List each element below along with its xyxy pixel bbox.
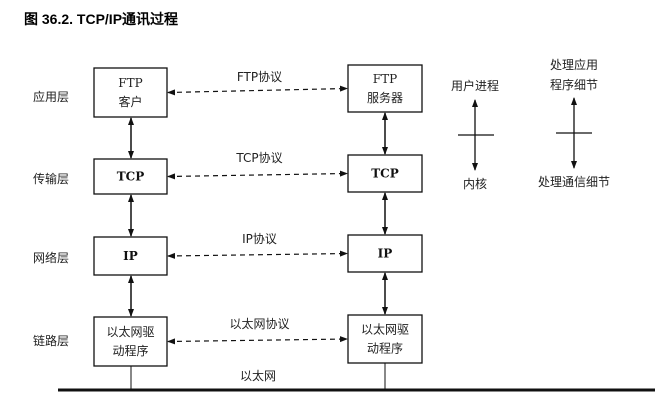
layer-label: 应用层 bbox=[33, 89, 69, 104]
protocol-arrow bbox=[167, 170, 348, 180]
left-box-text: 以太网驱 bbox=[106, 324, 154, 339]
left-box-text: IP bbox=[123, 249, 138, 263]
protocol-label: IP协议 bbox=[242, 231, 277, 246]
right-1-box bbox=[347, 154, 423, 193]
figure-title: 图 36.2. TCP/IP通讯过程 bbox=[24, 11, 179, 27]
protocol-label: 以太网协议 bbox=[229, 316, 289, 331]
protocol-arrow bbox=[167, 250, 348, 259]
left-box-text: TCP bbox=[117, 170, 145, 184]
legend-app-details: 程序细节 bbox=[550, 77, 598, 92]
ethernet-label: 以太网 bbox=[240, 368, 276, 383]
left-0-box bbox=[93, 67, 168, 118]
right-2-box bbox=[347, 234, 423, 273]
legend-app-details: 处理应用 bbox=[550, 57, 598, 72]
protocol-arrow bbox=[167, 85, 348, 96]
protocol-label: FTP协议 bbox=[237, 69, 282, 84]
right-box-text: TCP bbox=[371, 167, 399, 181]
right-box-text: 动程序 bbox=[367, 341, 403, 356]
legend-kernel: 内核 bbox=[463, 177, 487, 191]
protocol-label: TCP协议 bbox=[235, 150, 282, 165]
right-3-box bbox=[347, 314, 423, 364]
legend-comm-details: 处理通信细节 bbox=[538, 175, 610, 189]
layer-label: 网络层 bbox=[33, 250, 69, 265]
right-box-text: FTP bbox=[373, 72, 397, 86]
left-box-text: 客户 bbox=[118, 94, 142, 109]
layer-label: 传输层 bbox=[33, 171, 69, 186]
left-2-box bbox=[93, 236, 168, 276]
left-box-text: FTP bbox=[118, 76, 142, 90]
right-box-text: IP bbox=[378, 247, 393, 261]
protocol-arrow bbox=[167, 336, 348, 345]
left-box-text: 动程序 bbox=[112, 343, 148, 358]
right-box-text: 服务器 bbox=[367, 90, 403, 105]
right-box-text: 以太网驱 bbox=[361, 322, 409, 337]
layer-label: 链路层 bbox=[33, 333, 69, 348]
legend-user-process: 用户进程 bbox=[451, 78, 499, 93]
